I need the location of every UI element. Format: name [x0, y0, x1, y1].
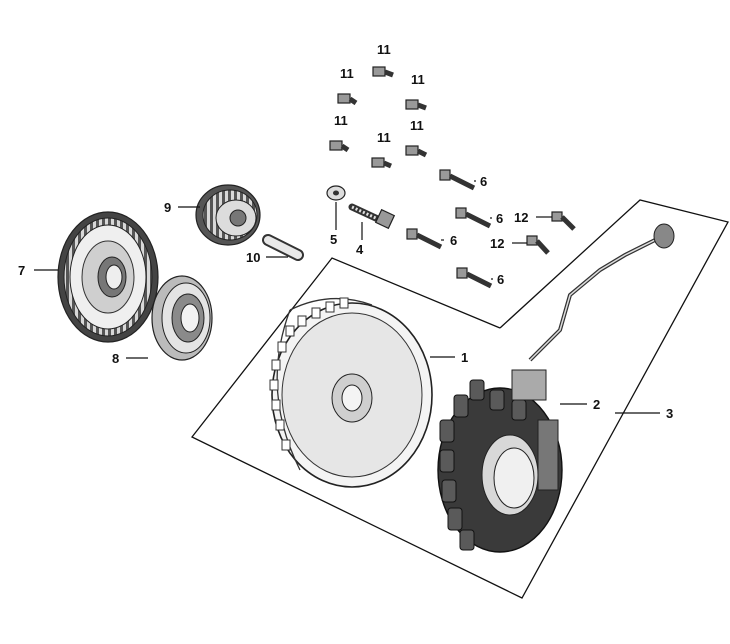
callout-4: 4 — [356, 242, 364, 257]
screw-12-a — [551, 211, 576, 231]
callout-11-e: 11 — [377, 130, 391, 145]
one-way-clutch-part — [151, 275, 213, 361]
pulser-coil-harness — [511, 223, 675, 491]
callout-3: 3 — [666, 406, 673, 421]
callout-11-b: 11 — [340, 66, 354, 81]
leader-lines — [34, 180, 660, 414]
callout-9: 9 — [164, 200, 171, 215]
bolt-6-c — [406, 228, 443, 250]
ring-gear-part — [57, 211, 159, 343]
callout-6-b: 6 — [496, 211, 503, 226]
bolt-6-b — [455, 207, 492, 229]
callout-2: 2 — [593, 397, 600, 412]
screw-11-a — [372, 66, 394, 78]
callout-7: 7 — [18, 263, 25, 278]
screw-set-12 — [526, 211, 576, 255]
flange-bolt-part — [348, 203, 396, 230]
assembly-outline — [190, 199, 729, 599]
callout-6-d: 6 — [497, 272, 504, 287]
callout-labels: 1 2 3 4 5 6 6 6 6 7 8 9 10 11 11 11 11 1… — [18, 42, 673, 421]
callout-11-c: 11 — [411, 72, 425, 87]
callout-11-d: 11 — [334, 113, 348, 128]
stator-coil-part — [437, 379, 563, 553]
washer-part — [326, 185, 346, 201]
callout-10: 10 — [246, 250, 260, 265]
screw-12-b — [526, 235, 550, 255]
screw-11-f — [405, 145, 428, 158]
idle-shaft-part — [262, 234, 304, 261]
callout-6-c: 6 — [450, 233, 457, 248]
bolt-6-d — [456, 267, 493, 289]
callout-11-f: 11 — [410, 118, 424, 133]
flywheel-rotor-part — [269, 297, 433, 488]
callout-1: 1 — [461, 350, 468, 365]
callout-5: 5 — [330, 232, 337, 247]
screw-11-d — [329, 140, 350, 153]
screw-11-b — [337, 93, 358, 106]
bolt-6-a — [439, 169, 476, 191]
callout-12-a: 12 — [514, 210, 528, 225]
screw-11-e — [371, 157, 392, 169]
screw-11-c — [405, 99, 427, 111]
bolt-set-6 — [406, 169, 493, 289]
callout-12-b: 12 — [490, 236, 504, 251]
callout-6-a: 6 — [480, 174, 487, 189]
callout-11-a: 11 — [377, 42, 391, 57]
screw-set-11 — [329, 66, 428, 169]
idle-gear-part — [195, 184, 261, 246]
callout-8: 8 — [112, 351, 119, 366]
